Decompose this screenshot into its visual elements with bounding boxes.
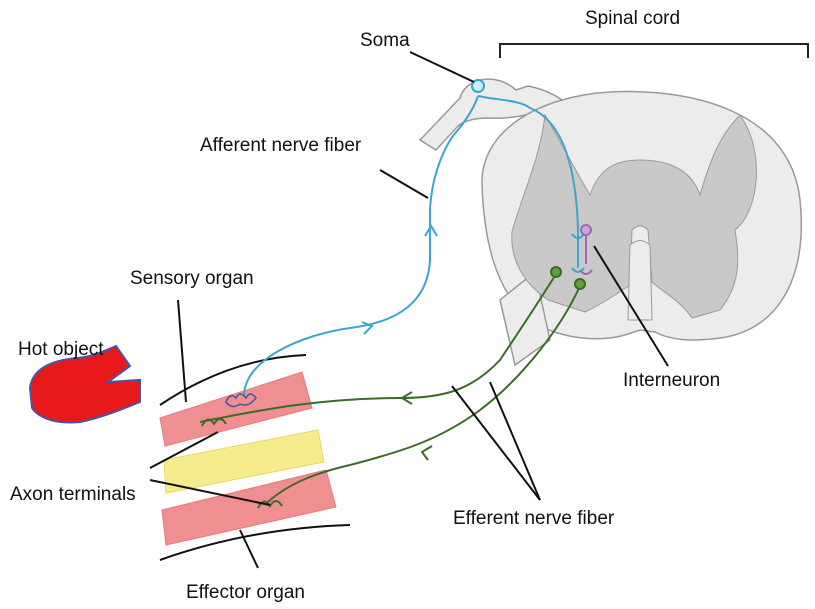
spinal-cord-bracket — [500, 44, 808, 58]
efferent-soma-1 — [551, 267, 561, 277]
label-sensory-organ: Sensory organ — [130, 268, 254, 289]
label-soma: Soma — [360, 30, 410, 51]
efferent-soma-2 — [575, 279, 585, 289]
label-axon-terminals: Axon terminals — [10, 484, 136, 505]
label-hot-object: Hot object — [18, 339, 104, 360]
label-spinal-cord: Spinal cord — [585, 8, 680, 29]
label-effector-organ: Effector organ — [186, 582, 305, 603]
label-interneuron: Interneuron — [623, 370, 720, 391]
efferent-arrow-2 — [422, 446, 432, 460]
sensory-organ-muscle — [160, 372, 312, 446]
label-afferent-nerve-fiber: Afferent nerve fiber — [200, 135, 362, 156]
label-efferent-nerve-fiber: Efferent nerve fiber — [453, 508, 615, 529]
interneuron-soma — [581, 225, 591, 235]
